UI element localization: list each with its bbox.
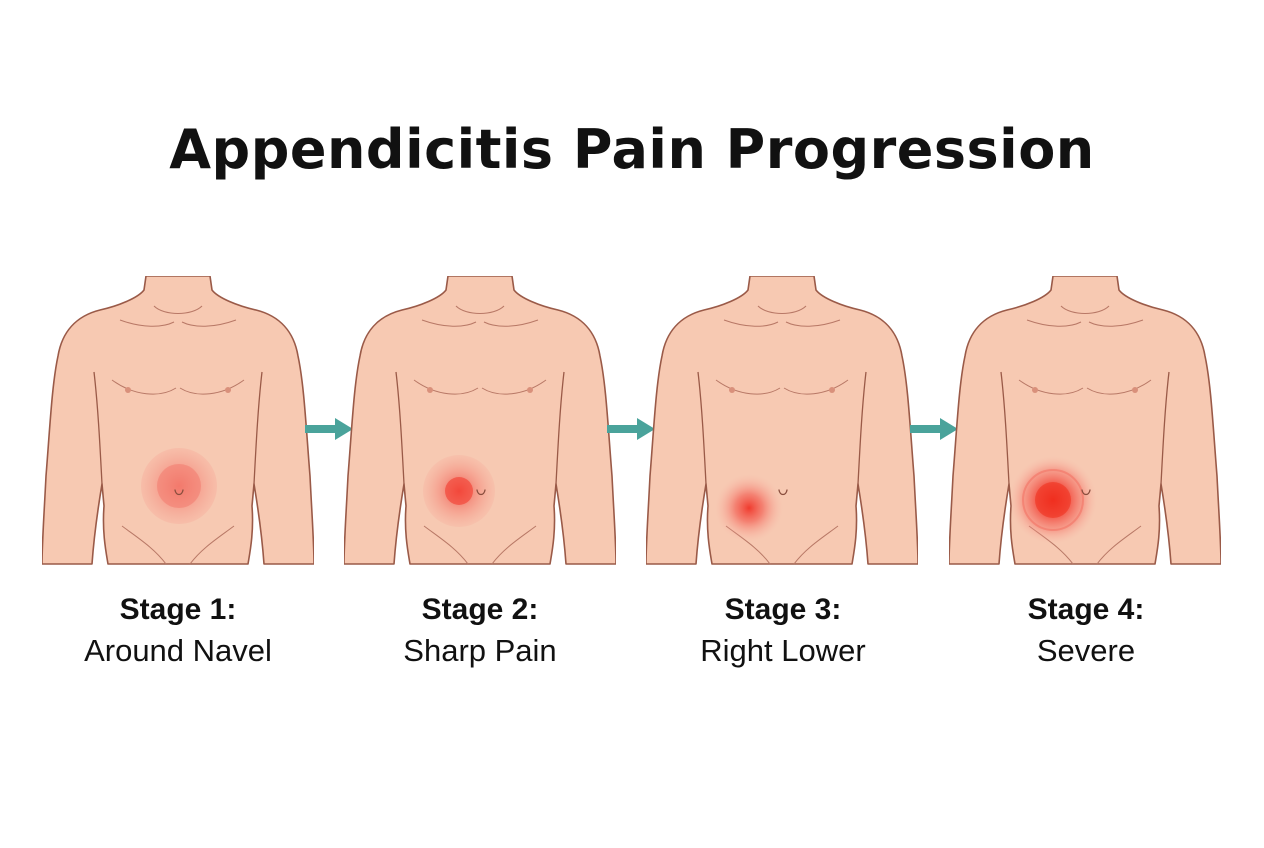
stage-label: Stage 4: xyxy=(1027,593,1145,626)
stage-1-caption: Stage 1: Around Navel xyxy=(28,590,328,672)
stage-description: Right Lower xyxy=(700,633,866,668)
stage-2-figure xyxy=(344,276,616,566)
pain-area-stage-3 xyxy=(715,474,783,542)
stage-description: Severe xyxy=(1036,633,1136,668)
stage-1-figure xyxy=(42,276,314,566)
stage-4-figure xyxy=(949,276,1221,566)
stage-4-caption: Stage 4: Severe xyxy=(936,590,1236,672)
stage-3-caption: Stage 3: Right Lower xyxy=(633,590,933,672)
stage-description: Around Navel xyxy=(84,633,272,668)
stage-3-figure xyxy=(646,276,918,566)
diagram-title: Appendicitis Pain Progression xyxy=(169,118,1095,181)
stage-2-caption: Stage 2: Sharp Pain xyxy=(330,590,630,672)
stage-label: Stage 1: xyxy=(119,593,237,626)
stage-label: Stage 2: xyxy=(421,593,539,626)
stage-description: Sharp Pain xyxy=(403,633,557,668)
stage-label: Stage 3: xyxy=(724,593,842,626)
